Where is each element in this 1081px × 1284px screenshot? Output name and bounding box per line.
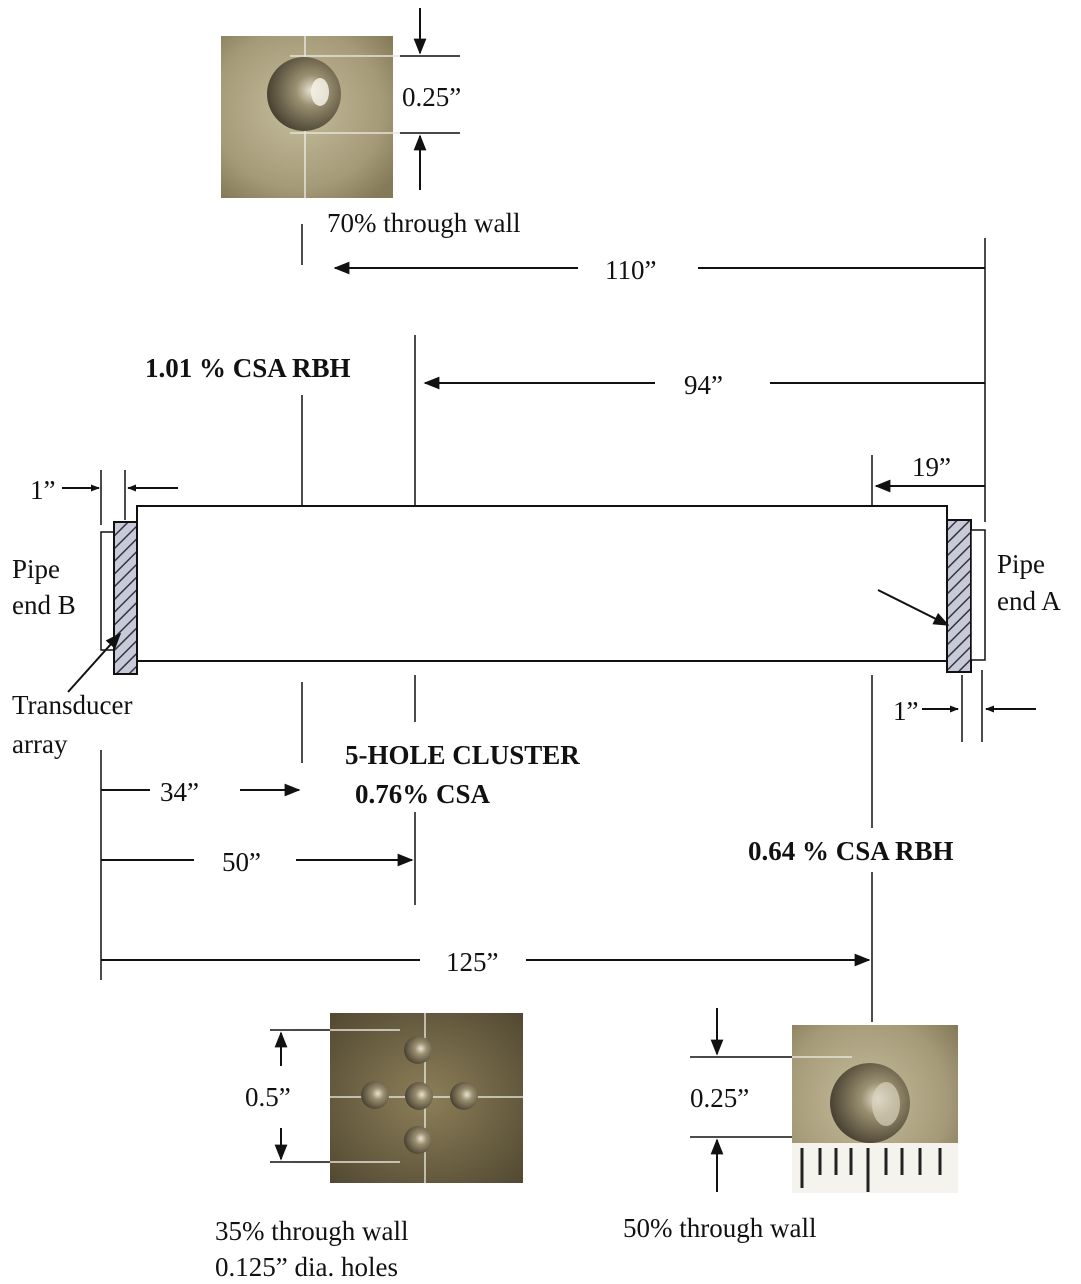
cluster-pct-label: 35% through wall bbox=[215, 1216, 408, 1246]
cluster-defect-photo bbox=[290, 1013, 523, 1183]
cluster-label-2: 0.76% CSA bbox=[355, 779, 491, 809]
transducer-label-2: array bbox=[12, 729, 68, 759]
dim-110: 110” bbox=[301, 224, 985, 285]
bottom-thickness-dimension: 0.25” bbox=[690, 1008, 792, 1192]
pipe bbox=[100, 505, 986, 675]
cluster-holes-label: 0.125” dia. holes bbox=[215, 1252, 398, 1282]
top-thickness-dimension: 0.25” bbox=[400, 8, 461, 190]
dim-125-label: 125” bbox=[446, 947, 498, 977]
transducer-array-a bbox=[946, 519, 972, 673]
dim-110-label: 110” bbox=[605, 255, 656, 285]
cluster-dim-label: 0.5” bbox=[245, 1082, 291, 1112]
top-defect-photo bbox=[221, 36, 460, 198]
dim-1-right-label: 1” bbox=[893, 696, 918, 726]
transducer-b-pointer bbox=[67, 632, 122, 693]
transducer-a-pointer bbox=[877, 589, 950, 626]
dim-94: 94” bbox=[423, 370, 985, 400]
bottom-defect-photo bbox=[700, 1025, 958, 1193]
cluster-dimension: 0.5” bbox=[245, 1029, 330, 1163]
dim-1-left: 1” bbox=[30, 470, 178, 525]
pipe-end-b-cap bbox=[100, 531, 116, 651]
top-pct-label: 70% through wall bbox=[327, 208, 520, 238]
dim-1-left-label: 1” bbox=[30, 475, 55, 505]
rbh-left-label: 1.01 % CSA RBH bbox=[145, 353, 351, 383]
transducer-label-1: Transducer bbox=[12, 690, 133, 720]
dim-19-label: 19” bbox=[912, 452, 951, 482]
dim-34: 34” bbox=[101, 777, 301, 807]
pipe-end-b-label-1: Pipe bbox=[12, 554, 60, 584]
pipe-end-a-cap bbox=[970, 529, 986, 661]
dim-125: 125” bbox=[101, 947, 871, 977]
pipe-body bbox=[136, 505, 948, 662]
bottom-pct-label: 50% through wall bbox=[623, 1213, 816, 1243]
dim-1-right: 1” bbox=[893, 670, 1036, 742]
pipe-end-a-label-2: end A bbox=[997, 586, 1061, 616]
pipe-end-b-label-2: end B bbox=[12, 590, 76, 620]
dim-94-label: 94” bbox=[684, 370, 723, 400]
pipe-end-a-label-1: Pipe bbox=[997, 549, 1045, 579]
cluster-label-1: 5-HOLE CLUSTER bbox=[345, 740, 580, 770]
dim-50-label: 50” bbox=[222, 847, 261, 877]
transducer-array-b bbox=[113, 521, 138, 675]
rbh-right-label: 0.64 % CSA RBH bbox=[748, 836, 954, 866]
bottom-dim-label: 0.25” bbox=[690, 1083, 749, 1113]
dim-34-label: 34” bbox=[160, 777, 199, 807]
dim-50: 50” bbox=[101, 847, 414, 877]
top-dim-label: 0.25” bbox=[402, 82, 461, 112]
